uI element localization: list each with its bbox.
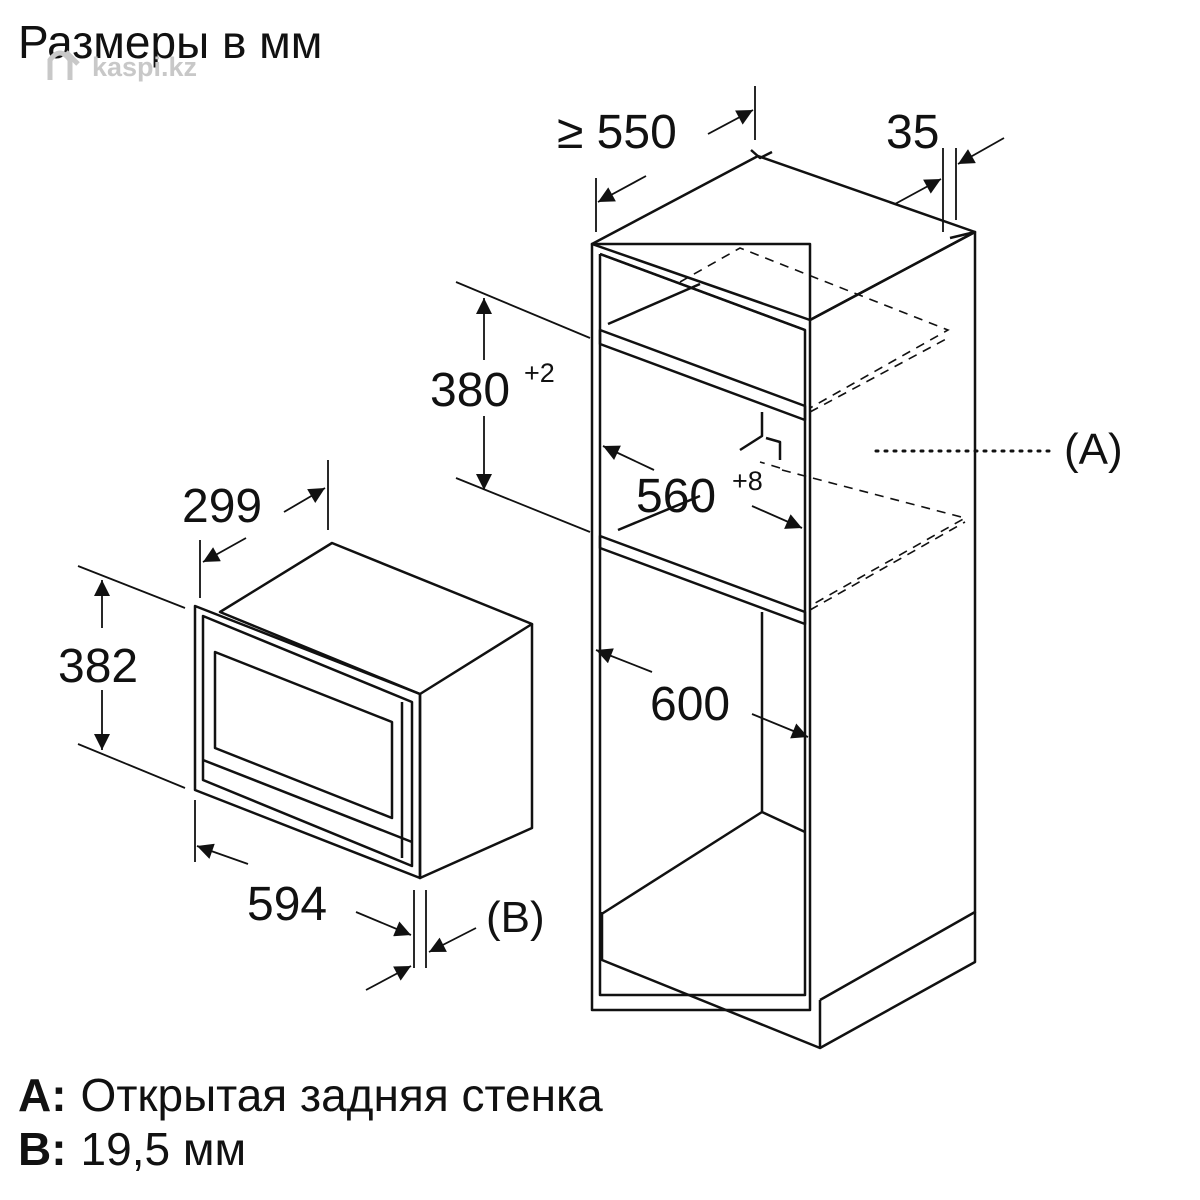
kaspi-logo-icon	[47, 50, 80, 80]
appliance-control-strip	[202, 758, 413, 844]
legend-text: Открытая задняя стенка	[80, 1069, 603, 1121]
appliance-window	[213, 650, 394, 820]
cabinet-niche-support-2	[765, 436, 782, 460]
cabinet-side-wall	[809, 230, 977, 1002]
niche-width-tolerance: +8	[732, 466, 763, 496]
legend-key: A:	[18, 1069, 67, 1121]
legend-item-b: B:19,5 мм	[18, 1122, 603, 1176]
frame-offset-arrow-left	[365, 965, 412, 991]
reference-a: (A)	[1064, 425, 1123, 474]
legend: A:Открытая задняя стенка B:19,5 мм	[18, 1068, 603, 1176]
legend-key: B:	[18, 1123, 67, 1175]
frame-offset-arrow-right	[428, 927, 477, 953]
cabinet-width-arrow-left	[595, 648, 653, 673]
niche-width-label: 560	[636, 470, 716, 523]
appliance-depth-label: 299	[182, 480, 262, 533]
niche-height-label: 380	[430, 364, 510, 417]
cabinet-top-notch-back	[750, 149, 773, 160]
appliance-width-arrow-right	[355, 911, 412, 937]
cabinet-front-frame-inner	[598, 252, 807, 997]
tall-cabinet	[590, 149, 977, 1050]
panel-thickness-arrow-right	[957, 137, 1005, 165]
appliance-depth-arrow-left	[202, 537, 247, 563]
cabinet-width-arrow-right	[751, 713, 809, 739]
niche-height-tolerance: +2	[524, 358, 555, 388]
cabinet-lower-back	[760, 612, 806, 834]
cabinet-upper-shelf	[598, 328, 807, 422]
legend-item-a: A:Открытая задняя стенка	[18, 1068, 603, 1122]
cabinet-niche-support	[739, 412, 764, 452]
panel-thickness-arrow-left	[894, 178, 942, 205]
watermark: kaspi.kz	[47, 50, 197, 82]
appliance-side	[418, 624, 534, 880]
cabinet-depth-label: ≥ 550	[557, 106, 677, 159]
niche-height-ext-bottom	[455, 477, 591, 533]
open-back-outline	[679, 247, 968, 611]
cabinet-width-label: 600	[650, 678, 730, 731]
cabinet-depth-arrow-right	[707, 109, 754, 135]
appliance-height-ext-bottom	[77, 743, 186, 789]
cabinet-front-top-rail	[599, 252, 806, 332]
reference-b: (B)	[486, 893, 545, 942]
legend-text: 19,5 мм	[80, 1123, 247, 1175]
cabinet-front-frame-outer	[590, 242, 812, 1012]
appliance-width-label: 594	[247, 878, 327, 931]
niche-width-arrow-left	[602, 445, 655, 471]
niche-width-arrow-right	[751, 505, 803, 529]
appliance-height-label: 382	[58, 640, 138, 693]
cabinet-plinth	[600, 912, 977, 1050]
cabinet-upper-shelf-back	[607, 282, 701, 326]
appliance-width-arrow-left	[196, 843, 249, 865]
cabinet-depth-arrow-left	[597, 175, 647, 203]
niche-height-ext-top	[455, 281, 591, 339]
appliance-front-frame	[193, 604, 422, 880]
cabinet-floor-edge	[599, 810, 763, 917]
watermark-text: kaspi.kz	[92, 52, 197, 82]
appliance-front-inner	[201, 614, 414, 868]
cabinet-niche-shelf-back	[617, 494, 701, 532]
cabinet-top-panel	[590, 154, 977, 322]
panel-thickness-label: 35	[886, 106, 939, 159]
appliance-depth-arrow-right	[283, 487, 326, 513]
appliance	[193, 541, 534, 880]
appliance-height-ext-top	[77, 565, 186, 609]
cabinet-niche-shelf	[598, 534, 807, 626]
